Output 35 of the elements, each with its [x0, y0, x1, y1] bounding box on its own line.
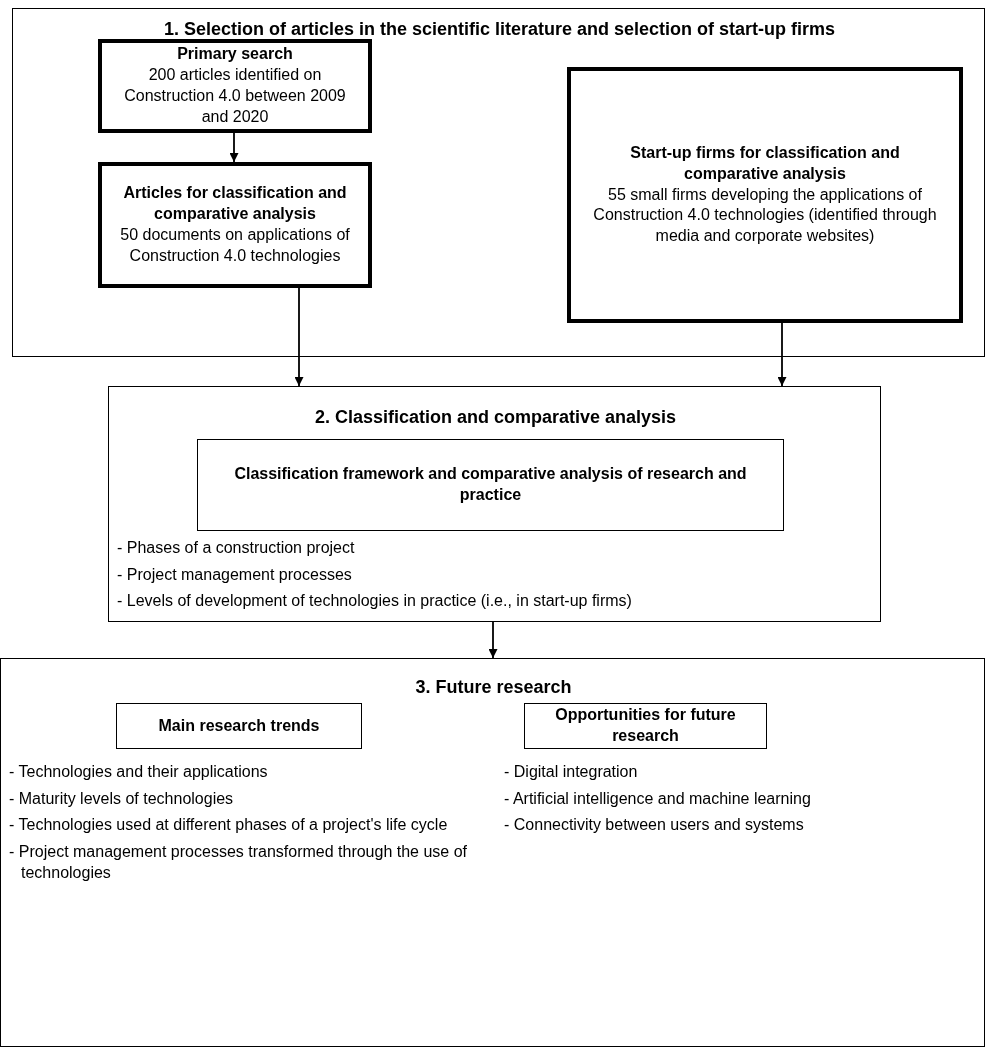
- section-box: [108, 386, 881, 622]
- list-item: - Technologies used at different phases of a project's life cycle: [9, 815, 449, 836]
- process-box: [98, 39, 372, 133]
- process-box: [98, 162, 372, 288]
- box-heading: Main research trends: [158, 715, 320, 736]
- list-item: - Phases of a construction project: [117, 538, 356, 558]
- section-title: 1. Selection of articles in the scientific literature and selection of start-up firms: [162, 18, 837, 41]
- process-box: [197, 439, 784, 531]
- box-heading: Start-up firms for classification and comparative analysis: [629, 143, 901, 184]
- box-heading: Primary search: [177, 44, 293, 65]
- box-description: 50 documents on applications of Construction 4.0 technologies: [119, 225, 351, 266]
- process-box: [116, 703, 362, 749]
- arrow: [294, 287, 304, 387]
- list-item: - Levels of development of technologies in practice (i.e., in start-up firms): [117, 591, 633, 612]
- list-item: - Technologies and their applications: [9, 762, 269, 782]
- box-description: 55 small firms developing the applications of Construction 4.0 technologies (identified through media and corporate websites): [592, 184, 938, 247]
- arrow: [229, 132, 239, 163]
- section-box: [0, 658, 985, 1047]
- list-item: - Project management processes transformed through the use of technologies: [9, 841, 468, 884]
- list-item: - Connectivity between users and systems: [504, 815, 805, 836]
- list-item: - Project management processes: [117, 564, 353, 585]
- box-heading: Classification framework and comparative analysis of research and practice: [233, 464, 748, 505]
- box-heading: Articles for classification and comparative analysis: [122, 183, 348, 225]
- list-item: - Maturity levels of technologies: [9, 788, 235, 809]
- list-item: - Digital integration: [504, 762, 639, 782]
- section-title: 2. Classification and comparative analysis: [313, 406, 678, 429]
- process-box: [524, 703, 767, 749]
- section-title: 3. Future research: [414, 676, 573, 699]
- arrow: [777, 322, 787, 387]
- list-item: - Artificial intelligence and machine learning: [504, 788, 812, 809]
- arrow: [488, 621, 498, 659]
- process-box: [567, 67, 963, 323]
- box-heading: Opportunities for future research: [554, 705, 737, 746]
- section-box: [12, 8, 985, 357]
- box-description: 200 articles identified on Construction 4.0 between 2009 and 2020: [123, 65, 347, 127]
